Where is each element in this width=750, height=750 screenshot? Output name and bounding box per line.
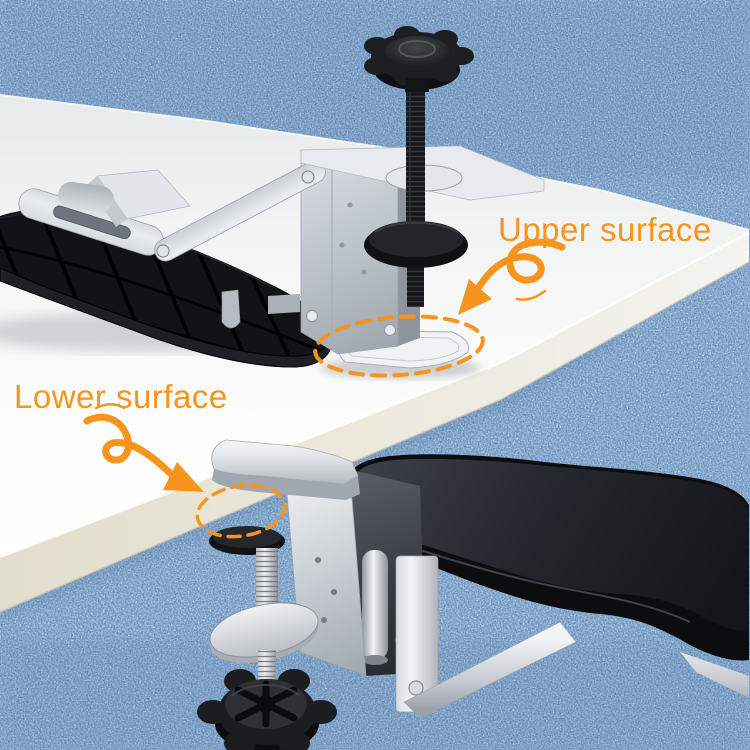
upper-clamp — [154, 26, 545, 369]
upper-arrow-head — [458, 279, 492, 315]
lower-clamp-assembly — [197, 439, 749, 750]
upper-surface-highlight-ellipse — [313, 314, 485, 378]
roller-bar — [58, 181, 114, 213]
slotted-arm-slot — [53, 205, 131, 240]
upper-surface-label: Upper surface — [498, 211, 712, 248]
support-cylinder — [362, 550, 388, 660]
pad-support-arm — [362, 550, 749, 719]
lower-clamp-plate-holes — [315, 557, 337, 623]
lower-surface-arrow — [83, 403, 204, 492]
slide-hook-left — [221, 289, 241, 329]
clamp-knob-top — [364, 26, 474, 92]
folding-arm-rivet-lower — [156, 244, 170, 258]
support-bar-rivet — [408, 680, 424, 696]
knob-neck — [405, 78, 429, 92]
lower-surface-label: Lower surface — [14, 378, 228, 415]
lower-clamp-top-plate — [211, 439, 359, 485]
lower-clamp-top-plate-edge — [212, 469, 360, 500]
lower-arrow-head — [163, 462, 204, 492]
clamp-knob-bottom — [197, 669, 337, 750]
lower-clamp-screw-rod — [256, 548, 278, 612]
slide-hook-right — [268, 294, 300, 314]
diagonal-support-arm — [403, 621, 577, 719]
annotations-layer: Upper surface Lower surface — [14, 211, 712, 539]
desk-front-edge — [0, 233, 749, 612]
folding-linkage — [18, 169, 300, 329]
upper-surface-arrow — [458, 238, 566, 315]
clamp-screw-rod — [406, 86, 425, 307]
folding-arm-rivet-upper — [301, 170, 315, 184]
desk-front-edge-bottom-line — [0, 261, 750, 613]
lower-clamp — [197, 439, 367, 750]
upper-armrest-assembly — [0, 26, 545, 379]
armrest-pad — [343, 454, 749, 661]
diagonal-support-arm-right — [680, 652, 749, 698]
desk-front-edge-highlight — [0, 231, 750, 559]
support-cylinder-cap — [362, 655, 388, 665]
armrest-pad-top — [353, 458, 749, 631]
clamp-pad-disc — [364, 221, 468, 268]
lower-surface-highlight-ellipse — [195, 483, 287, 539]
